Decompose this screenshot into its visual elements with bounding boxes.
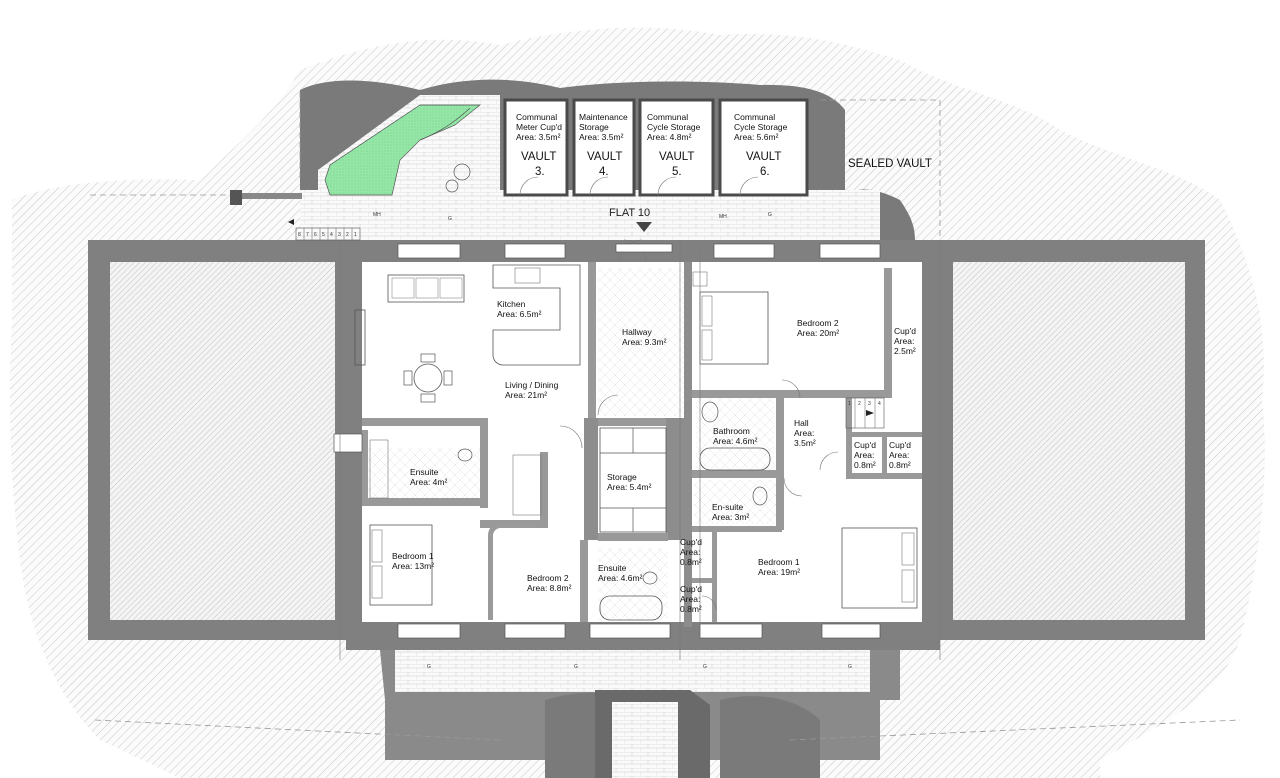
cupd-c-l1: Cup'd bbox=[680, 537, 702, 547]
vault5-line1: Communal bbox=[647, 112, 688, 122]
cupd-a-l1: Cup'd bbox=[854, 440, 876, 450]
kitchen-area: Area: 6.5m² bbox=[497, 309, 542, 319]
vault6-number: 6. bbox=[760, 166, 770, 178]
gully-4: G bbox=[703, 664, 707, 670]
vault4-title: VAULT bbox=[587, 151, 622, 163]
cupd-c-l3: 0.8m² bbox=[680, 557, 702, 567]
vault3-line2: Meter Cup'd bbox=[516, 122, 562, 132]
stair-step-7: 7 bbox=[306, 232, 309, 238]
vault6-line1: Communal bbox=[734, 112, 775, 122]
stair-r-step-3: 3 bbox=[868, 401, 871, 407]
stair-step-6: 6 bbox=[314, 232, 317, 238]
living-name: Living / Dining bbox=[505, 380, 559, 390]
vault3-line1: Communal bbox=[516, 112, 557, 122]
vault3-number: 3. bbox=[535, 166, 545, 178]
ensuite-bottom-name: Ensuite bbox=[598, 563, 627, 573]
stair-step-4: 4 bbox=[330, 232, 333, 238]
cupd-d-l3: 0.8m² bbox=[680, 604, 702, 614]
cupd-a-l2: Area: bbox=[854, 450, 874, 460]
bathroom-area: Area: 4.6m² bbox=[713, 436, 758, 446]
cupd-b-l3: 0.8m² bbox=[889, 460, 911, 470]
bedroom2-left-name: Bedroom 2 bbox=[527, 573, 569, 583]
external-stair bbox=[288, 219, 361, 241]
stair-step-2: 2 bbox=[346, 232, 349, 238]
gully-6: G bbox=[848, 664, 852, 670]
storage-area: Area: 5.4m² bbox=[607, 482, 652, 492]
vault3-title: VAULT bbox=[521, 151, 556, 163]
vault4-line1: Maintenance bbox=[579, 112, 628, 122]
stair-r-step-2: 2 bbox=[858, 401, 861, 407]
cupd-top-l2: Area: bbox=[894, 336, 914, 346]
vault5-line2: Cycle Storage bbox=[647, 122, 701, 132]
bedroom2-left-area: Area: 8.8m² bbox=[527, 583, 572, 593]
stair-step-8: 8 bbox=[298, 232, 301, 238]
cupd-d-l2: Area: bbox=[680, 594, 700, 604]
bedroom2-right-name: Bedroom 2 bbox=[797, 318, 839, 328]
vault6-line2: Cycle Storage bbox=[734, 122, 788, 132]
stair-step-3: 3 bbox=[338, 232, 341, 238]
windows bbox=[333, 243, 881, 639]
gully-1: G bbox=[448, 216, 452, 222]
ensuite-right-area: Area: 3m² bbox=[712, 512, 749, 522]
bathroom-name: Bathroom bbox=[713, 426, 750, 436]
hall-l2: Area: bbox=[794, 428, 814, 438]
sealed-vault-label: SEALED VAULT bbox=[848, 158, 932, 170]
ensuite-bottom-area: Area: 4.6m² bbox=[598, 573, 643, 583]
flat-10-marker: FLAT 10 bbox=[609, 207, 650, 219]
vault5-title: VAULT bbox=[659, 151, 694, 163]
gully-3: G bbox=[574, 664, 578, 670]
stair-step-1: 1 bbox=[354, 232, 357, 238]
vault4-area: Area: 3.5m² bbox=[579, 132, 624, 142]
garden-bed bbox=[324, 104, 481, 196]
ensuite-top-area: Area: 4m² bbox=[410, 477, 447, 487]
vault4-line2: Storage bbox=[579, 122, 609, 132]
cupd-d-l1: Cup'd bbox=[680, 584, 702, 594]
vault3-area: Area: 3.5m² bbox=[516, 132, 561, 142]
stair-r-step-4: 4 bbox=[878, 401, 881, 407]
vault-blocks bbox=[503, 98, 809, 197]
stair-r-step-1: 1 bbox=[848, 401, 851, 407]
stair-step-5: 5 bbox=[322, 232, 325, 238]
cupd-b-l2: Area: bbox=[889, 450, 909, 460]
bedroom1-right-area: Area: 19m² bbox=[758, 567, 800, 577]
gully-5: G bbox=[427, 664, 431, 670]
cupd-c-l2: Area: bbox=[680, 547, 700, 557]
internal-stair bbox=[845, 397, 885, 429]
manhole-left: MH bbox=[373, 212, 381, 218]
ensuite-top-name: Ensuite bbox=[410, 467, 439, 477]
hall-l1: Hall bbox=[794, 418, 809, 428]
kitchen-name: Kitchen bbox=[497, 299, 526, 309]
hallway-area: Area: 9.3m² bbox=[622, 337, 667, 347]
vault4-number: 4. bbox=[599, 166, 609, 178]
vault5-number: 5. bbox=[672, 166, 682, 178]
vault6-area: Area: 5.6m² bbox=[734, 132, 779, 142]
cupd-top-l3: 2.5m² bbox=[894, 346, 916, 356]
hallway-name: Hallway bbox=[622, 327, 653, 337]
gully-2: G bbox=[768, 212, 772, 218]
bedroom1-left-name: Bedroom 1 bbox=[392, 551, 434, 561]
cupd-top-l1: Cup'd bbox=[894, 326, 916, 336]
courtyard-paving bbox=[300, 190, 880, 240]
hall-l3: 3.5m² bbox=[794, 438, 816, 448]
cupd-b-l1: Cup'd bbox=[889, 440, 911, 450]
internal-walls bbox=[362, 262, 922, 627]
ensuite-right-name: En-suite bbox=[712, 502, 743, 512]
storage-name: Storage bbox=[607, 472, 637, 482]
bedroom2-right-area: Area: 20m² bbox=[797, 328, 839, 338]
manhole-right: MH bbox=[719, 214, 727, 220]
cupd-a-l3: 0.8m² bbox=[854, 460, 876, 470]
bedroom1-left-area: Area: 13m² bbox=[392, 561, 434, 571]
vault6-title: VAULT bbox=[746, 151, 781, 163]
living-area: Area: 21m² bbox=[505, 390, 547, 400]
vault5-area: Area: 4.8m² bbox=[647, 132, 692, 142]
bedroom1-right-name: Bedroom 1 bbox=[758, 557, 800, 567]
